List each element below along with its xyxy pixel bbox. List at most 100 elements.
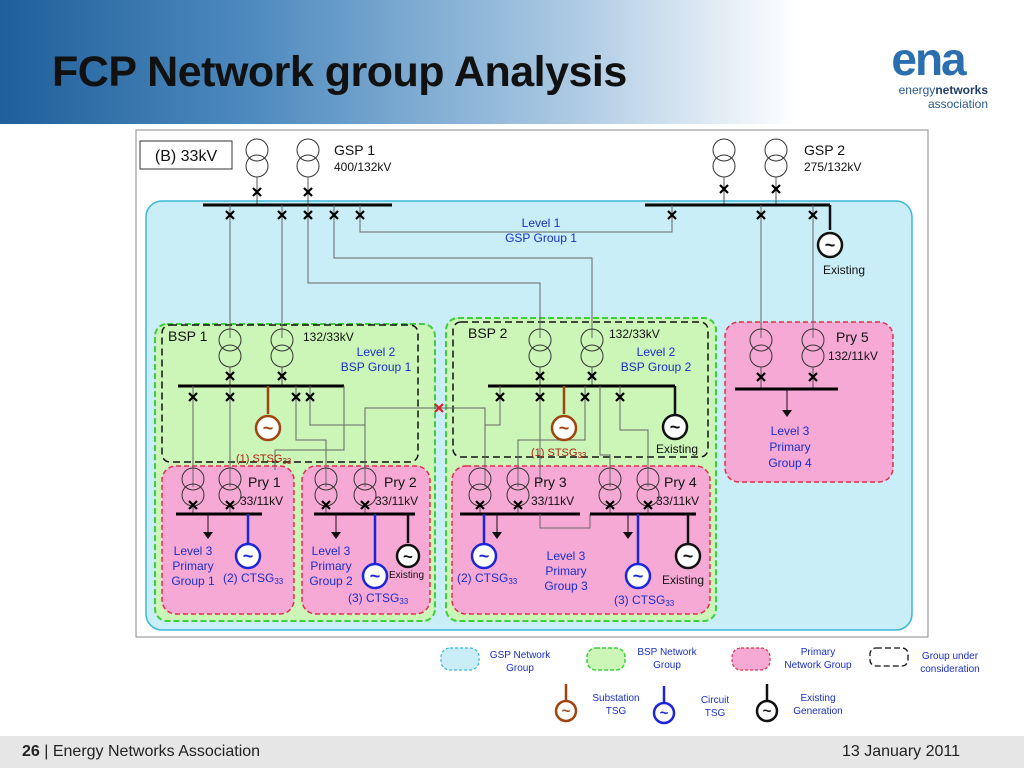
pry2-ctsg-label: (3) CTSG33 <box>348 591 409 606</box>
legend-bsp-label-2: Group <box>653 660 681 671</box>
page-number: 26 <box>22 743 40 760</box>
pry4-voltage: 33/11kV <box>656 494 699 508</box>
legend-under-consideration-swatch <box>869 647 909 667</box>
bsp1-voltage: 132/33kV <box>303 330 354 344</box>
group3-label-2: Primary <box>545 564 586 578</box>
svg-text:~: ~ <box>670 417 681 437</box>
group1-label-3: Group 1 <box>171 574 215 588</box>
pry2-existing-label: Existing <box>389 570 424 581</box>
legend-existing-label-2: Generation <box>793 706 842 717</box>
bsp2-name: BSP 2 <box>468 325 508 341</box>
bsp2-existing-label: Existing <box>656 442 698 456</box>
bsp2-stsg-label: (1) STSG33 <box>531 447 587 460</box>
group2-label-3: Group 2 <box>309 574 353 588</box>
legend-under-label-1: Group under <box>922 651 979 662</box>
legend-circuit-label-2: TSG <box>705 708 726 719</box>
gsp2-voltage: 275/132kV <box>804 160 861 174</box>
pry3-ctsg-label: (2) CTSG33 <box>457 571 518 586</box>
open-interconnector-breaker <box>434 403 444 413</box>
gsp1-voltage: 400/132kV <box>334 160 391 174</box>
legend-circuit-tsg-icon <box>652 701 676 725</box>
footer-date: 13 January 2011 <box>841 743 960 760</box>
legend-primary-swatch <box>731 647 771 671</box>
footer-bar <box>0 736 1024 768</box>
legend-substation-label-2: TSG <box>606 706 627 717</box>
pry2-ctsg-generator <box>361 562 389 590</box>
scenario-label-box <box>139 140 233 170</box>
bsp2-feeders <box>485 386 649 487</box>
pry2-name: Pry 2 <box>384 474 417 490</box>
svg-text:~: ~ <box>763 703 772 720</box>
pry3-ctsg-generator <box>470 542 498 570</box>
pry3-voltage: 33/11kV <box>531 494 574 508</box>
gsp2-existing-generator <box>816 231 844 259</box>
group-under-consideration-bsp1 <box>161 324 419 463</box>
footer-org: Energy Networks Association <box>52 743 261 760</box>
pry2-voltage: 33/11kV <box>375 494 418 508</box>
legend-existing-generation-icon <box>755 699 779 723</box>
pry4-existing-label: Existing <box>662 573 704 587</box>
group-under-consideration-bsp2 <box>452 321 709 458</box>
bsp1-name: BSP 1 <box>168 328 208 344</box>
gsp-feeders <box>229 205 814 338</box>
logo-line1: energynetworks <box>898 83 988 97</box>
level1-label-2: GSP Group 1 <box>505 231 577 245</box>
group4-label-3: Group 4 <box>768 456 812 470</box>
pry5-name: Pry 5 <box>836 329 869 345</box>
svg-text:~: ~ <box>370 566 381 586</box>
pry5-voltage: 132/11kV <box>828 349 878 363</box>
primary-group-4 <box>724 321 894 483</box>
bsp1-feeders <box>192 386 366 487</box>
legend-under-label-2: consideration <box>920 664 979 675</box>
legend-primary-label-2: Network Group <box>784 660 852 671</box>
legend-substation-label-1: Substation <box>592 693 639 704</box>
group4-label-1: Level 3 <box>771 424 810 438</box>
pry4-name: Pry 4 <box>664 474 697 490</box>
pry1-ctsg-label: (2) CTSG33 <box>223 571 284 586</box>
pry2-existing-generator <box>395 543 421 569</box>
group1-label-2: Primary <box>172 559 213 573</box>
svg-text:~: ~ <box>559 418 570 438</box>
group3-label-1: Level 3 <box>547 549 586 563</box>
pry4-ctsg-generator <box>624 562 652 590</box>
bsp1-level-2: BSP Group 1 <box>341 360 412 374</box>
group2-label-2: Primary <box>310 559 351 573</box>
legend-gsp-label-2: Group <box>506 663 534 674</box>
scenario-label: (B) 33kV <box>155 148 218 165</box>
legend-gsp-swatch <box>440 647 480 671</box>
pry4-ctsg-label: (3) CTSG33 <box>614 593 675 608</box>
logo-line2: association <box>927 97 988 111</box>
pry1-voltage: 33/11kV <box>240 494 283 508</box>
footer-left: 26 | Energy Networks Association <box>22 743 261 760</box>
pry3-name: Pry 3 <box>534 474 567 490</box>
bsp1-stsg-label: (1) STSG33 <box>236 453 292 466</box>
logo-mark: ena <box>891 33 966 85</box>
bsp2-existing-generator <box>661 413 689 441</box>
legend-existing-label-1: Existing <box>800 693 835 704</box>
pry4-existing-generator <box>674 542 702 570</box>
bsp2-level-1: Level 2 <box>637 345 676 359</box>
gsp2-existing-label: Existing <box>823 263 865 277</box>
level1-label-1: Level 1 <box>522 216 561 230</box>
bsp2-voltage: 132/33kV <box>609 327 660 341</box>
group2-label-1: Level 3 <box>312 544 351 558</box>
svg-text:~: ~ <box>660 705 669 722</box>
legend-bsp-swatch <box>586 647 626 671</box>
ena-logo: ena energynetworks association <box>866 36 990 116</box>
svg-text:~: ~ <box>562 703 571 720</box>
network-diagram: (B) 33kV GSP 1 400/132kV GSP 2 275/132kV… <box>135 129 980 725</box>
legend-gsp-label-1: GSP Network <box>490 650 551 661</box>
legend-substation-tsg-icon <box>554 699 578 723</box>
svg-text:~: ~ <box>825 235 836 255</box>
bsp1-level-1: Level 2 <box>357 345 396 359</box>
svg-text:~: ~ <box>633 566 644 586</box>
svg-text:~: ~ <box>479 546 490 566</box>
svg-text:~: ~ <box>683 546 694 566</box>
pry1-ctsg-generator <box>234 542 262 570</box>
svg-text:~: ~ <box>243 546 254 566</box>
legend-circuit-label-1: Circuit <box>701 695 730 706</box>
gsp1-name: GSP 1 <box>334 142 375 158</box>
title-banner <box>0 0 1024 124</box>
legend: GSP Network Group BSP Network Group Prim… <box>440 647 980 725</box>
group3-label-3: Group 3 <box>544 579 588 593</box>
